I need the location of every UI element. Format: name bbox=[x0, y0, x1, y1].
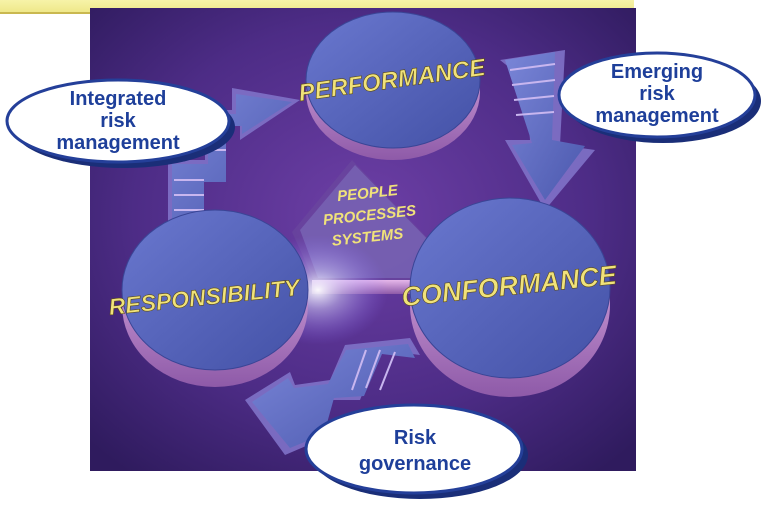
callout-emerging-line-1: Emerging bbox=[610, 61, 704, 83]
callout-governance-line-1: Risk bbox=[393, 427, 437, 449]
callout-governance-line-2: governance bbox=[358, 453, 472, 475]
callout-integrated-line-1: Integrated bbox=[69, 88, 167, 110]
center-label-people: PEOPLE bbox=[336, 182, 399, 205]
callout-integrated-risk-management: Integrated risk management bbox=[23, 88, 213, 154]
callout-governance-bubble bbox=[304, 403, 528, 499]
callout-emerging-line-3: management bbox=[595, 105, 719, 127]
disk-conformance bbox=[409, 197, 611, 397]
arrow-performance-to-conformance bbox=[500, 50, 595, 210]
disk-performance bbox=[305, 11, 481, 160]
callout-emerging-line-2: risk bbox=[639, 83, 675, 105]
callout-integrated-bubble bbox=[5, 78, 235, 168]
disk-responsibility bbox=[121, 209, 309, 387]
callout-risk-governance: Risk governance bbox=[330, 425, 500, 477]
callout-integrated-line-2: risk bbox=[100, 110, 136, 132]
callout-emerging-risk-management: Emerging risk management bbox=[567, 61, 747, 127]
arrow-conformance-to-responsibility bbox=[245, 338, 420, 455]
callout-emerging-bubble bbox=[557, 51, 761, 143]
callout-integrated-line-3: management bbox=[56, 132, 180, 154]
